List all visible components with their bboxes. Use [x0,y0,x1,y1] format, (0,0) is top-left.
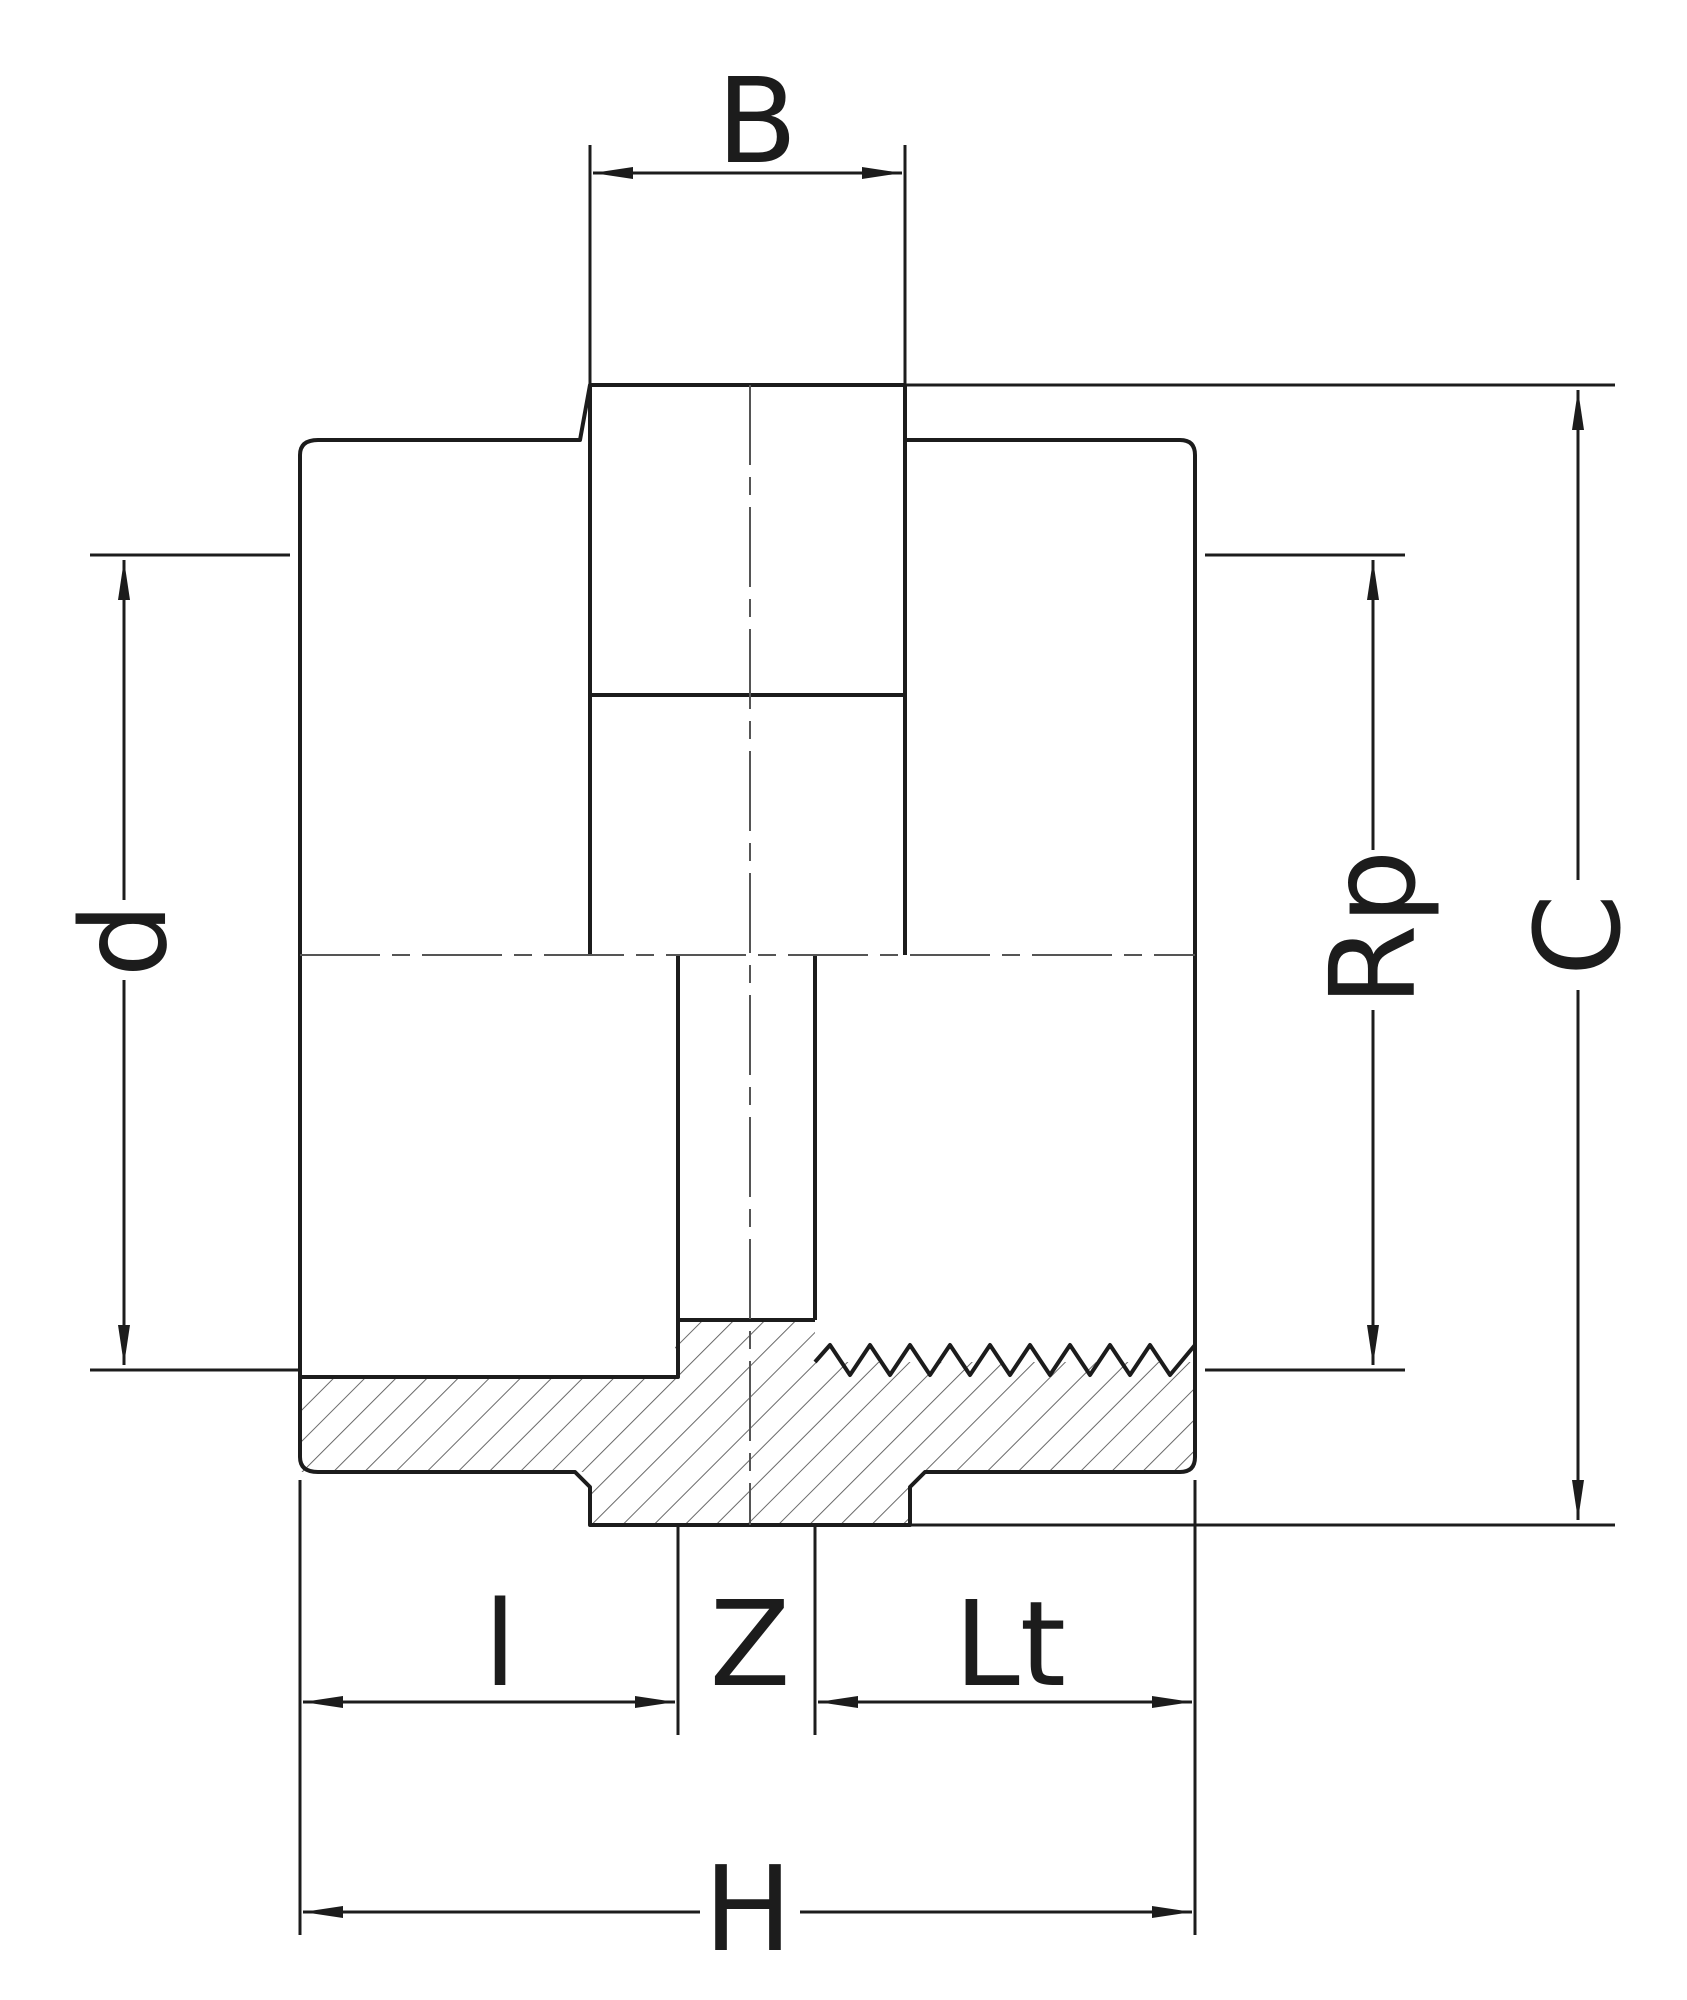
center-lines [300,385,1195,1525]
extension-lines [90,145,1615,1935]
label-d: d [55,903,193,978]
dimension-lines [118,167,1584,1918]
label-h: H [704,1840,793,1978]
label-z: Z [710,1575,791,1713]
label-b: B [717,52,798,190]
label-lt: Lt [954,1575,1066,1713]
dimension-labels: B l Z Lt H d Rp C [55,52,1647,1978]
label-c: C [1509,894,1647,976]
thread-profile [813,1343,1197,1377]
label-rp: Rp [1304,850,1442,1007]
label-knockouts [86,850,1616,1970]
solvent-socket-bottom [300,1320,680,1379]
label-l: l [484,1575,517,1713]
section-hatch [300,1320,1195,1525]
